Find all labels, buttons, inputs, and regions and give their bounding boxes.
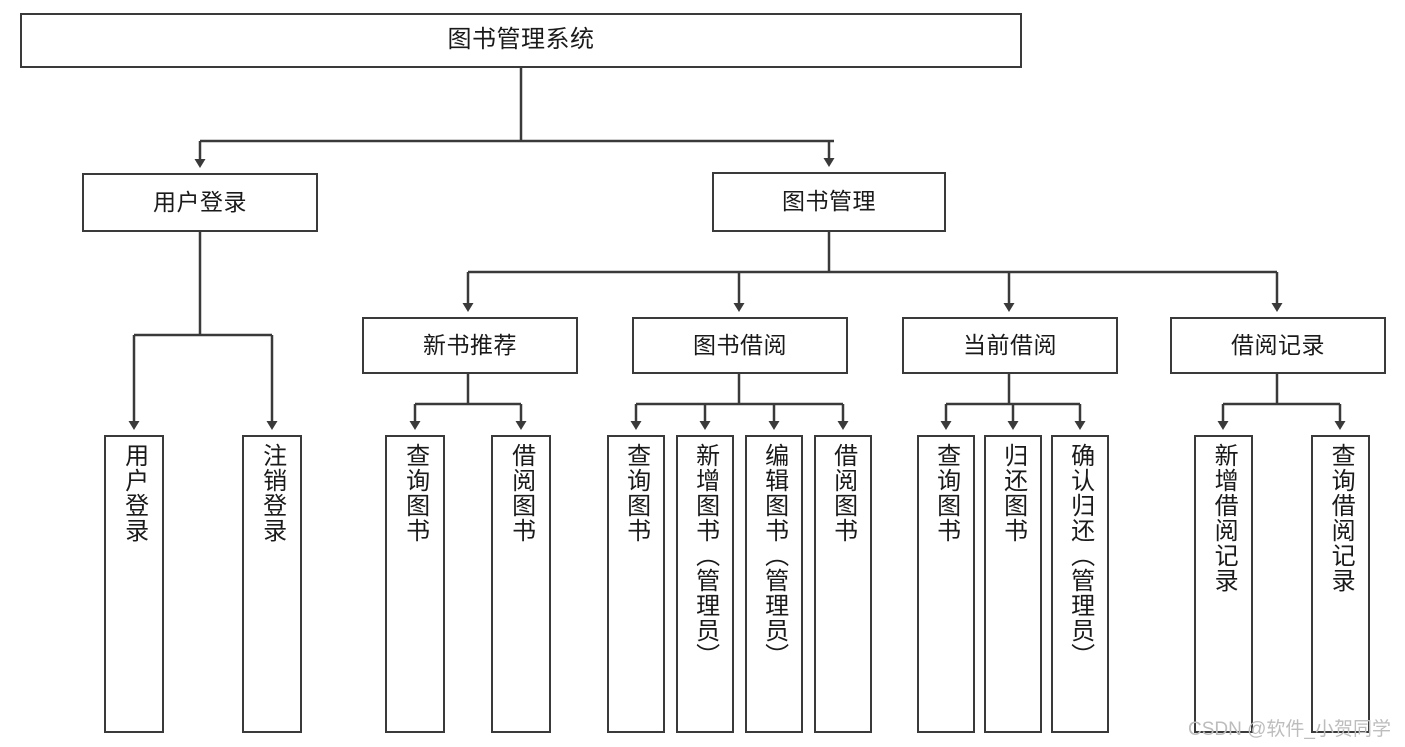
node-leaf-add-borrow-record[interactable]: 新增借阅记录	[1194, 435, 1253, 733]
node-book-borrow[interactable]: 图书借阅	[632, 317, 848, 374]
node-label: 注销登录	[258, 443, 286, 543]
node-leaf-query-book-borrow[interactable]: 查询图书	[607, 435, 665, 733]
node-label: 新增图书（管理员）	[691, 443, 719, 668]
node-label: 新增借阅记录	[1210, 443, 1238, 593]
node-leaf-add-book[interactable]: 新增图书（管理员）	[676, 435, 734, 733]
node-leaf-logout-login[interactable]: 注销登录	[242, 435, 302, 733]
node-root-system[interactable]: 图书管理系统	[20, 13, 1022, 68]
node-leaf-user-login[interactable]: 用户登录	[104, 435, 164, 733]
node-label: 用户登录	[120, 443, 148, 543]
node-label: 图书管理系统	[447, 26, 595, 54]
node-label: 当前借阅	[963, 331, 1057, 358]
node-leaf-query-book-current[interactable]: 查询图书	[917, 435, 975, 733]
node-label: 新书推荐	[423, 331, 517, 358]
node-label: 图书管理	[782, 188, 876, 215]
node-label: 编辑图书（管理员）	[760, 443, 788, 668]
node-new-book-recommend[interactable]: 新书推荐	[362, 317, 578, 374]
node-label: 查询借阅记录	[1327, 443, 1355, 593]
node-label: 图书借阅	[693, 331, 787, 358]
node-book-manage[interactable]: 图书管理	[712, 172, 946, 232]
node-label: 用户登录	[153, 188, 247, 215]
node-leaf-borrow-book-borrow[interactable]: 借阅图书	[814, 435, 872, 733]
node-label: 查询图书	[622, 443, 650, 543]
node-leaf-confirm-return[interactable]: 确认归还（管理员）	[1051, 435, 1109, 733]
node-leaf-return-book[interactable]: 归还图书	[984, 435, 1042, 733]
node-leaf-edit-book[interactable]: 编辑图书（管理员）	[745, 435, 803, 733]
node-user-login[interactable]: 用户登录	[82, 173, 318, 232]
node-borrow-record[interactable]: 借阅记录	[1170, 317, 1386, 374]
node-label: 借阅图书	[507, 443, 535, 543]
node-leaf-query-borrow-record[interactable]: 查询借阅记录	[1311, 435, 1370, 733]
node-label: 借阅图书	[829, 443, 857, 543]
csdn-watermark: CSDN @软件_小贺同学	[1188, 719, 1391, 740]
node-leaf-borrow-book-recommend[interactable]: 借阅图书	[491, 435, 551, 733]
node-leaf-query-book-recommend[interactable]: 查询图书	[385, 435, 445, 733]
node-label: 归还图书	[999, 443, 1027, 543]
node-current-borrow[interactable]: 当前借阅	[902, 317, 1118, 374]
node-label: 借阅记录	[1231, 331, 1325, 358]
node-label: 确认归还（管理员）	[1066, 443, 1094, 668]
node-label: 查询图书	[401, 443, 429, 543]
node-label: 查询图书	[932, 443, 960, 543]
